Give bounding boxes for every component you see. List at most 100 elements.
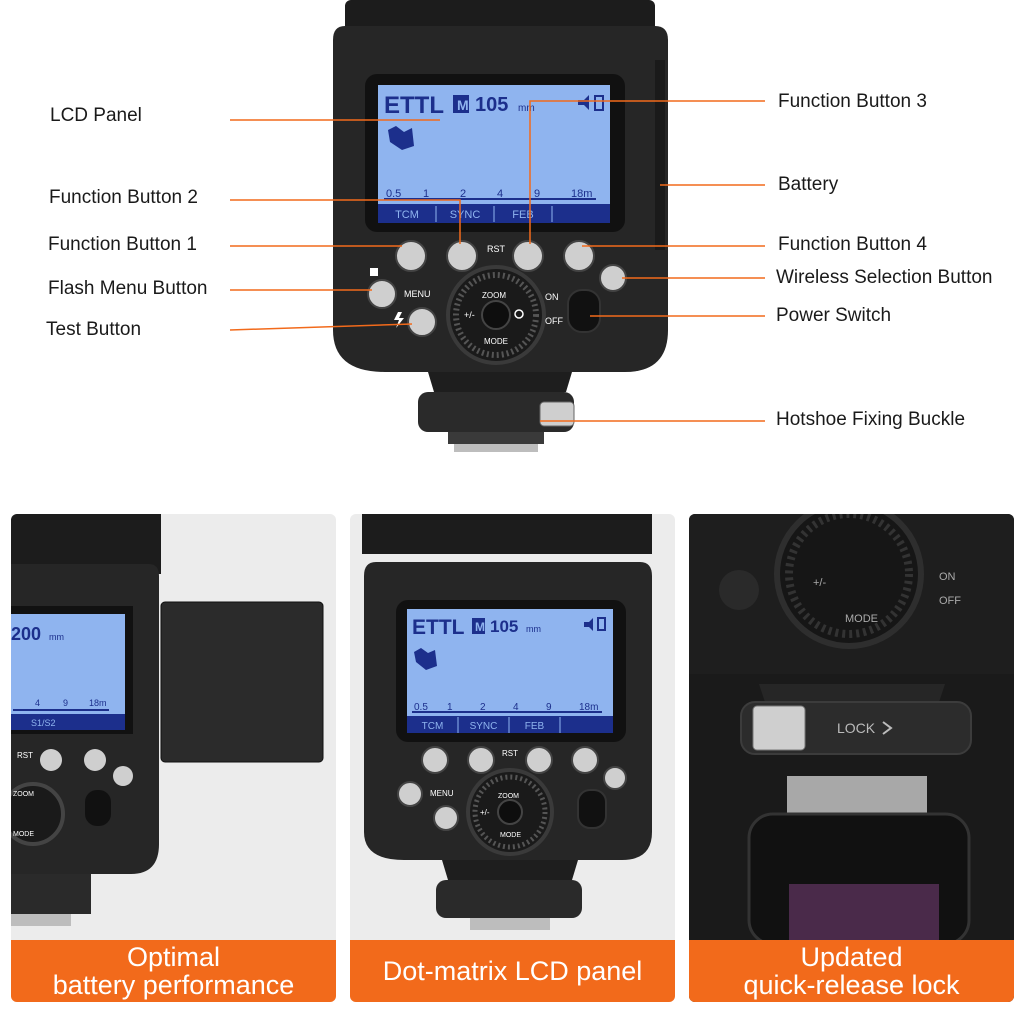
rst-label: RST	[487, 244, 506, 254]
off-label: OFF	[545, 316, 563, 326]
hotshoe-ring	[436, 880, 582, 918]
plus-minus-label: +/-	[813, 577, 826, 589]
callout-hotshoe-fixing-buckle: Hotshoe Fixing Buckle	[776, 409, 966, 430]
hotshoe-fixing-buckle	[752, 705, 806, 751]
battery-pack	[160, 601, 324, 763]
lcd-mode: ETTL	[384, 92, 444, 119]
test-button[interactable]	[407, 307, 437, 337]
menu-label: MENU	[430, 789, 454, 798]
viewfinder-glass	[789, 884, 939, 944]
lock-illustration: MODE +/- ON OFF LOCK	[689, 514, 1014, 946]
function-button-1[interactable]	[395, 240, 427, 272]
lightning-icon	[394, 312, 404, 328]
flash-head	[362, 514, 652, 554]
lcd-zoom-value: 105	[475, 94, 508, 116]
flash-menu-button	[397, 781, 423, 807]
lcd-tab-bar	[11, 714, 125, 730]
power-switch[interactable]	[567, 289, 601, 333]
lcd-m-badge: M	[457, 97, 469, 113]
leader-lines	[229, 100, 765, 422]
speaker-icon	[578, 95, 589, 110]
function-button-3[interactable]	[512, 240, 544, 272]
hotshoe-foot	[454, 444, 538, 452]
wireless-selection-button	[113, 766, 133, 786]
power-switch	[85, 790, 111, 826]
lcd-zoom-value: 105	[490, 617, 518, 636]
scale-tick: 18m	[571, 188, 592, 200]
callout-function-button-3: Function Button 3	[778, 91, 927, 112]
scale-tick: 9	[534, 188, 540, 200]
function-button-4[interactable]	[563, 240, 595, 272]
dial-grip	[472, 774, 548, 850]
lcd-zoom-unit: mm	[518, 103, 535, 114]
panel-battery: 200 mm 4 9 18m S1/S2 RST ZOOM MODE Optim…	[11, 514, 336, 1002]
hotshoe-foot	[470, 918, 550, 930]
lcd-tab: FEB	[512, 209, 533, 221]
function-button-3	[525, 746, 553, 774]
dial-grip	[785, 514, 913, 638]
scale-tick: 1	[447, 702, 453, 713]
mode-dial	[11, 782, 65, 846]
battery-door	[655, 60, 665, 250]
caption-lock: Updated quick-release lock	[689, 940, 1014, 1002]
mode-label: MODE	[500, 832, 521, 839]
caption-line-2: battery performance	[52, 970, 295, 1000]
scale-tick: 0.5	[386, 188, 401, 200]
lcd-tab: TCM	[422, 721, 444, 732]
battery-icon	[597, 617, 606, 631]
hotshoe-ring	[11, 874, 91, 914]
lcd-tab: SYNC	[450, 209, 481, 221]
hotshoe-base	[448, 432, 544, 444]
menu-label: MENU	[404, 289, 431, 299]
lcd-tab: S1/S2	[31, 718, 56, 728]
scale-tick: 0.5	[414, 702, 428, 713]
bulb-icon	[514, 309, 524, 319]
panel-lock: MODE +/- ON OFF LOCK Updated quick-relea…	[689, 514, 1014, 1002]
test-button	[433, 805, 459, 831]
mode-label: MODE	[13, 831, 34, 838]
scale-tick: 2	[480, 702, 486, 713]
lock-label: LOCK	[837, 720, 876, 736]
hotshoe-foot	[11, 914, 71, 926]
callout-lcd-panel: LCD Panel	[50, 105, 142, 126]
lcd-tab: TCM	[395, 209, 419, 221]
callout-power-switch: Power Switch	[776, 305, 892, 326]
mode-label: MODE	[484, 337, 508, 346]
callout-battery: Battery	[778, 174, 839, 195]
hotshoe-neck	[442, 860, 578, 880]
callout-test-button: Test Button	[46, 319, 142, 340]
mode-dial	[774, 514, 924, 649]
function-button-2	[467, 746, 495, 774]
hotshoe-fixing-buckle[interactable]	[539, 401, 575, 427]
scale-tick: 2	[460, 188, 466, 200]
flash-head-icon	[414, 648, 437, 670]
caption-line-2: quick-release lock	[743, 970, 960, 1000]
zoom-label: ZOOM	[482, 291, 506, 300]
lcd-tab: FEB	[525, 721, 545, 732]
function-button	[40, 749, 62, 771]
caption-line-1: Updated	[800, 942, 903, 972]
flash-menu-button[interactable]	[367, 279, 397, 309]
on-label: ON	[939, 571, 956, 583]
dial-grip	[453, 272, 539, 358]
lcd-m-badge-bg	[472, 618, 485, 634]
callout-function-button-1: Function Button 1	[48, 234, 197, 255]
lcd-m-badge: M	[475, 620, 485, 634]
lcd-tab: SYNC	[470, 721, 498, 732]
battery-icon	[594, 95, 604, 111]
test-button	[719, 570, 759, 610]
on-label: ON	[545, 292, 559, 302]
set-button[interactable]	[481, 300, 511, 330]
arrow-icon	[882, 721, 893, 735]
function-button-2[interactable]	[446, 240, 478, 272]
scale-tick: 4	[513, 702, 519, 713]
caption-lcd: Dot-matrix LCD panel	[350, 940, 675, 1002]
plus-minus-label: +/-	[464, 310, 475, 320]
plus-minus-label: +/-	[480, 808, 490, 817]
rst-label: RST	[17, 751, 33, 760]
